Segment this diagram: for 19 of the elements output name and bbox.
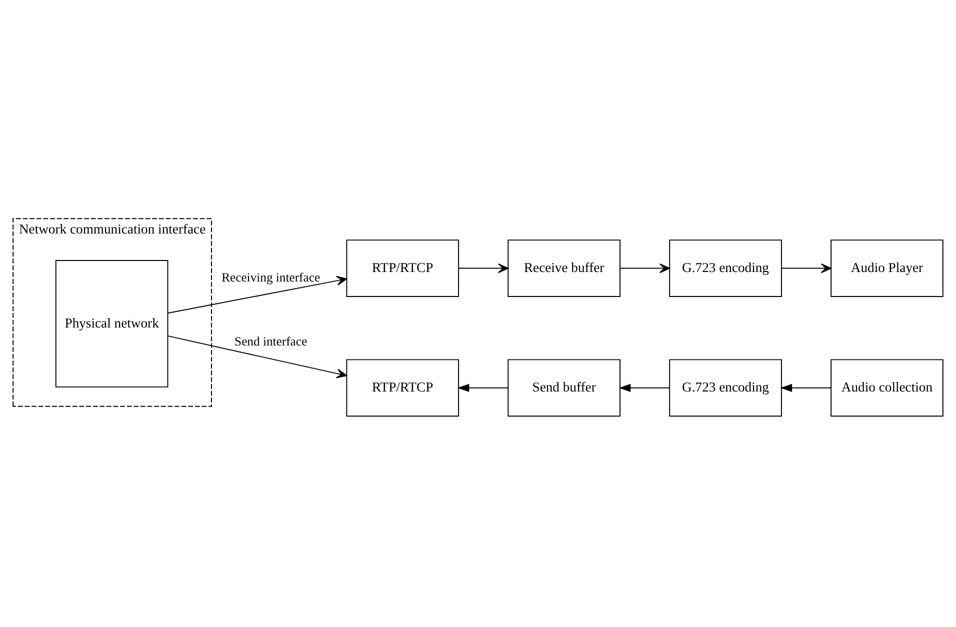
node-box: G.723 encoding — [669, 359, 782, 417]
node-box: RTP/RTCP — [346, 240, 460, 297]
arrow — [457, 384, 509, 392]
arrow — [618, 384, 670, 392]
arrow — [781, 263, 832, 274]
arrow — [458, 263, 509, 274]
node-box: Audio Player — [830, 240, 944, 297]
arrow — [620, 263, 670, 274]
node-box: Send buffer — [508, 359, 620, 417]
node-box: Physical network — [55, 260, 168, 388]
arrow — [780, 384, 832, 392]
arrow — [167, 335, 348, 378]
node-box: Audio collection — [830, 359, 944, 417]
node-box: Receive buffer — [508, 240, 620, 297]
edge-label: Send interface — [234, 334, 308, 348]
node-box: RTP/RTCP — [346, 359, 460, 417]
arrow — [167, 276, 348, 314]
node-box: G.723 encoding — [669, 240, 782, 297]
edge-label: Receiving interface — [222, 270, 320, 284]
